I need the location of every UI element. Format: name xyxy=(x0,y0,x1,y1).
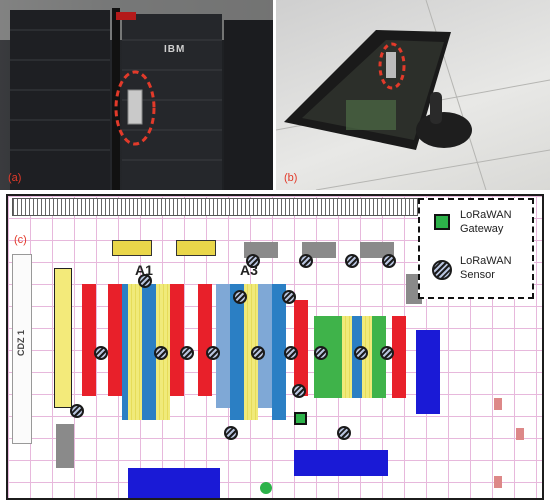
ceiling-vent-strip xyxy=(12,198,422,216)
yellow-unit-1 xyxy=(112,240,152,256)
raised-floor-illustration xyxy=(276,0,550,190)
rack-blue xyxy=(142,284,156,420)
gray-unit-top-2 xyxy=(302,242,336,258)
small-box xyxy=(516,428,524,440)
small-box xyxy=(494,398,502,410)
rack-blue xyxy=(230,284,244,420)
highlight-circle xyxy=(378,42,406,90)
sensor-marker xyxy=(337,426,351,440)
rack-red xyxy=(294,300,308,396)
small-box xyxy=(494,476,502,488)
rack-red xyxy=(198,284,212,396)
rack-blue xyxy=(272,284,286,420)
rack-red xyxy=(108,284,122,396)
left-corridor xyxy=(12,254,32,444)
green-dot xyxy=(260,482,272,494)
sensor-device xyxy=(127,89,143,125)
sensor-marker xyxy=(299,254,313,268)
suction-lifter xyxy=(416,112,472,148)
sensor-marker xyxy=(292,384,306,398)
sensor-legend-label: LoRaWAN Sensor xyxy=(460,255,512,281)
rack-yellow xyxy=(128,284,142,420)
yellow-units-left xyxy=(54,268,72,408)
gateway-marker xyxy=(294,412,307,425)
sensor-marker xyxy=(382,254,396,268)
photo-raised-floor: (b) xyxy=(276,0,550,190)
rack-red xyxy=(82,284,96,396)
sensor-marker xyxy=(380,346,394,360)
legend: LoRaWAN Gateway LoRaWAN Sensor xyxy=(418,198,534,299)
sensor-marker xyxy=(233,290,247,304)
rack-yellow xyxy=(362,316,372,398)
sensor-marker xyxy=(138,274,152,288)
rack-green xyxy=(372,316,386,398)
sensor-marker xyxy=(354,346,368,360)
sensor-marker xyxy=(180,346,194,360)
panel-label-a: (a) xyxy=(8,172,22,184)
gateway-legend-label: LoRaWAN Gateway xyxy=(460,209,512,235)
panel-label-c: (c) xyxy=(14,234,27,246)
blue-block-bottom xyxy=(294,450,388,476)
sensor-marker xyxy=(314,346,328,360)
highlight-circle xyxy=(114,70,156,146)
sensor-marker xyxy=(154,346,168,360)
yellow-unit-2 xyxy=(176,240,216,256)
sensor-marker xyxy=(251,346,265,360)
sensor-marker xyxy=(246,254,260,268)
sensor-legend-icon xyxy=(432,260,452,280)
rack-green xyxy=(328,316,342,398)
rack-yellow xyxy=(342,316,352,398)
sensor-marker xyxy=(94,346,108,360)
blue-block-bottom-left xyxy=(128,468,220,498)
floor-plan: (c) CDZ 1 A1 A3 xyxy=(6,194,544,500)
cdz-label: CDZ 1 xyxy=(16,329,26,356)
gateway-legend-icon xyxy=(434,214,450,230)
rack-red xyxy=(392,316,406,398)
panel-label-b: (b) xyxy=(284,172,298,184)
photo-server-rack: IBM (a) xyxy=(0,0,273,190)
server-rack-illustration xyxy=(0,0,273,190)
gray-unit xyxy=(56,424,74,468)
rack-red xyxy=(170,284,184,396)
sensor-marker xyxy=(345,254,359,268)
blue-block-right xyxy=(416,330,440,414)
sensor-marker xyxy=(282,290,296,304)
sensor-marker xyxy=(70,404,84,418)
rack-lightblue xyxy=(216,284,230,408)
rack-lightblue xyxy=(258,284,272,408)
ibm-logo: IBM xyxy=(164,44,186,55)
sensor-marker xyxy=(284,346,298,360)
sensor-marker xyxy=(224,426,238,440)
sensor-marker xyxy=(206,346,220,360)
